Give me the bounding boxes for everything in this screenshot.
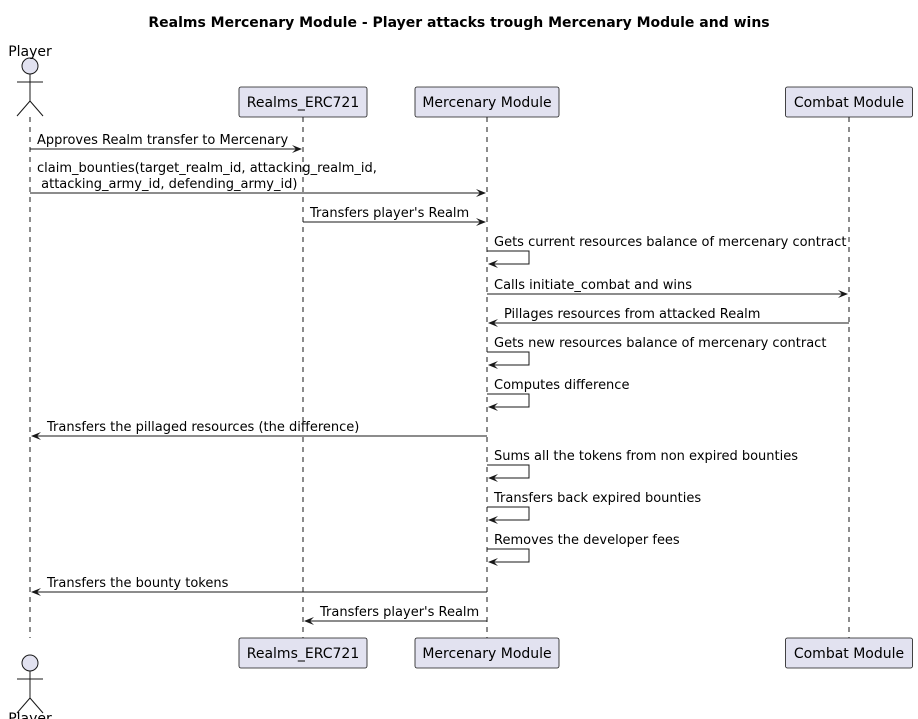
arrowhead-icon xyxy=(31,588,41,596)
message-label: Transfers the bounty tokens xyxy=(46,576,229,591)
actor-top: Player xyxy=(8,44,52,117)
self-message-line xyxy=(487,250,530,265)
participant-label: Combat Module xyxy=(794,646,904,662)
arrowhead-icon xyxy=(488,260,498,268)
message-label: Transfers back expired bounties xyxy=(493,491,701,506)
message-label: Transfers player's Realm xyxy=(309,206,469,221)
actor-left-leg xyxy=(16,100,31,117)
participant-box xyxy=(785,86,913,118)
actor-head-icon xyxy=(21,654,39,672)
actor-label: Player xyxy=(8,44,52,60)
arrowhead-icon xyxy=(488,403,498,411)
participant-erc721-bottom: Realms_ERC721 xyxy=(238,637,368,669)
message-arrow: claim_bounties(target_realm_id, attackin… xyxy=(30,161,486,197)
message-label: claim_bounties(target_realm_id, attackin… xyxy=(37,161,377,176)
actor-right-leg xyxy=(29,100,44,117)
actor-right-leg xyxy=(29,697,44,714)
message-arrow: Calls initiate_combat and wins xyxy=(487,278,848,298)
arrowhead-icon xyxy=(476,218,486,226)
participant-box xyxy=(238,86,368,118)
message-label: Transfers player's Realm xyxy=(319,605,479,620)
message-label: Sums all the tokens from non expired bou… xyxy=(494,449,798,464)
participant-label: Realms_ERC721 xyxy=(247,95,360,111)
message-arrow: Gets current resources balance of mercen… xyxy=(487,235,846,268)
participant-label: Mercenary Module xyxy=(422,646,551,662)
message-label: Computes difference xyxy=(494,378,629,393)
self-message-line xyxy=(487,548,530,563)
message-arrow: Transfers the bounty tokens xyxy=(31,576,487,596)
actor-label: Player xyxy=(8,711,52,719)
participant-combat-bottom: Combat Module xyxy=(785,637,913,669)
message-arrow: Computes difference xyxy=(487,378,629,411)
message-arrow: Gets new resources balance of mercenary … xyxy=(487,336,826,369)
message-arrow: Pillages resources from attacked Realm xyxy=(488,307,849,327)
arrowhead-icon xyxy=(304,617,314,625)
actor-head-icon xyxy=(21,57,39,75)
actor-bottom: Player xyxy=(8,654,52,719)
message-arrow: Transfers player's Realm xyxy=(304,605,487,625)
message-arrow: Removes the developer fees xyxy=(487,533,680,566)
arrowhead-icon xyxy=(488,558,498,566)
lifelines xyxy=(29,117,850,638)
arrowhead-icon xyxy=(488,319,498,327)
arrowhead-icon xyxy=(838,290,848,298)
message-label: attacking_army_id, defending_army_id) xyxy=(37,177,297,192)
participant-box xyxy=(414,637,560,669)
self-message-line xyxy=(487,393,530,408)
participants-bottom: Player Realms_ERC721 Mercenary Module Comba… xyxy=(8,637,913,719)
arrowhead-icon xyxy=(488,361,498,369)
participant-box xyxy=(238,637,368,669)
participant-erc721-top: Realms_ERC721 xyxy=(238,86,368,118)
message-arrow: Transfers player's Realm xyxy=(303,206,486,226)
arrowhead-icon xyxy=(292,145,302,153)
participant-mercenary-top: Mercenary Module xyxy=(414,86,560,118)
self-message-line xyxy=(487,464,530,479)
participant-combat-top: Combat Module xyxy=(785,86,913,118)
message-label: Removes the developer fees xyxy=(494,533,680,548)
message-arrow: Transfers back expired bounties xyxy=(487,491,701,524)
message-label: Gets new resources balance of mercenary … xyxy=(494,336,826,351)
message-label: Pillages resources from attacked Realm xyxy=(504,307,760,322)
participant-label: Mercenary Module xyxy=(422,95,551,111)
participant-mercenary-bottom: Mercenary Module xyxy=(414,637,560,669)
participant-box xyxy=(414,86,560,118)
participant-label: Combat Module xyxy=(794,95,904,111)
messages: Approves Realm transfer to Mercenary clai… xyxy=(30,133,849,625)
arrowhead-icon xyxy=(488,474,498,482)
participant-box xyxy=(785,637,913,669)
message-arrow: Approves Realm transfer to Mercenary xyxy=(30,133,302,153)
message-arrow: Transfers the pillaged resources (the di… xyxy=(31,420,487,440)
arrowhead-icon xyxy=(488,516,498,524)
arrowhead-icon xyxy=(31,432,41,440)
self-message-line xyxy=(487,351,530,366)
message-label: Transfers the pillaged resources (the di… xyxy=(46,420,359,435)
message-arrow: Sums all the tokens from non expired bou… xyxy=(487,449,798,482)
actor-left-leg xyxy=(16,697,31,714)
participant-label: Realms_ERC721 xyxy=(247,646,360,662)
message-label: Gets current resources balance of mercen… xyxy=(494,235,846,250)
message-label: Calls initiate_combat and wins xyxy=(494,278,692,293)
self-message-line xyxy=(487,506,530,521)
message-label: Approves Realm transfer to Mercenary xyxy=(37,133,288,148)
arrowhead-icon xyxy=(476,189,486,197)
diagram-title: Realms Mercenary Module - Player attacks… xyxy=(148,15,769,31)
